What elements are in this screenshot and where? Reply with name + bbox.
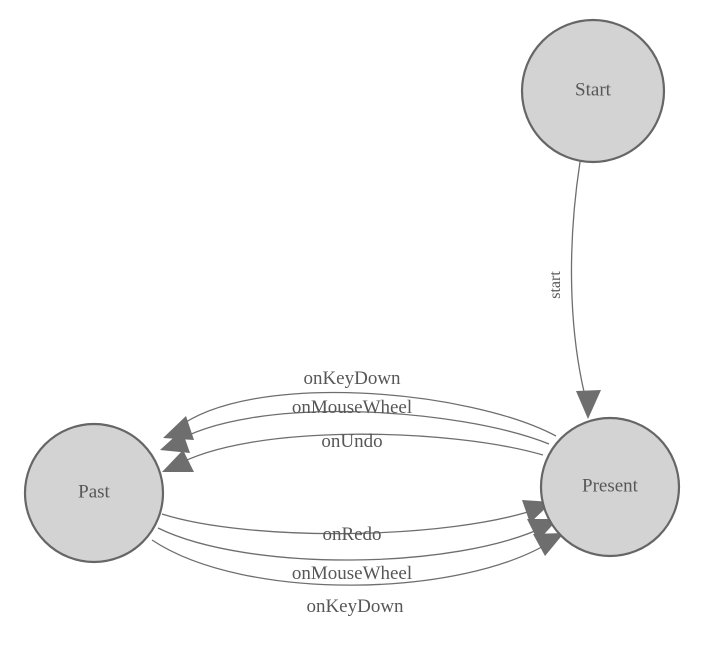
edge-onkeydown-up[interactable]: onKeyDown [163, 368, 557, 440]
node-present-label: Present [582, 475, 639, 496]
edge-onmousewheel-up-label: onMouseWheel [292, 397, 412, 418]
edge-onkeydown-dn-path [151, 539, 553, 586]
edge-onundo-path [174, 433, 544, 467]
edge-onkeydown-up-arrowhead [163, 416, 194, 440]
edge-onundo-label: onUndo [321, 431, 382, 452]
edge-onredo-label: onRedo [322, 524, 381, 545]
edge-onkeydown-dn[interactable]: onKeyDown [151, 533, 564, 617]
edge-start-arrowhead [576, 390, 601, 419]
edge-onundo-arrowhead [162, 450, 194, 472]
node-past-circle [23, 422, 165, 564]
node-start[interactable]: Start [520, 18, 666, 164]
edge-onmousewheel-up[interactable]: onMouseWheel [160, 397, 550, 453]
edge-onmousewheel-up-path [171, 410, 550, 445]
node-start-label: Start [575, 79, 612, 100]
edge-onredo-path [161, 507, 541, 535]
edge-start-path [570, 161, 589, 409]
edge-start-label: start [547, 271, 564, 299]
edge-onkeydown-dn-arrowhead [533, 533, 564, 556]
node-present[interactable]: Present [539, 416, 681, 558]
edge-onundo[interactable]: onUndo [162, 431, 544, 472]
edge-onmousewheel-dn[interactable]: onMouseWheel [157, 519, 558, 584]
edge-onmousewheel-dn-arrowhead [527, 519, 558, 541]
node-start-circle [520, 18, 666, 164]
edge-onredo[interactable]: onRedo [161, 500, 552, 545]
node-past-label: Past [78, 481, 110, 502]
edge-onkeydown-dn-label: onKeyDown [306, 596, 404, 617]
edge-onkeydown-up-label: onKeyDown [303, 368, 401, 389]
edge-onkeydown-up-path [175, 391, 557, 437]
node-present-circle [539, 416, 681, 558]
node-past[interactable]: Past [23, 422, 165, 564]
edge-onmousewheel-dn-path [157, 525, 547, 561]
edge-onmousewheel-dn-label: onMouseWheel [292, 563, 412, 584]
edge-start[interactable]: start [547, 161, 601, 419]
edge-onmousewheel-up-arrowhead [160, 430, 190, 453]
